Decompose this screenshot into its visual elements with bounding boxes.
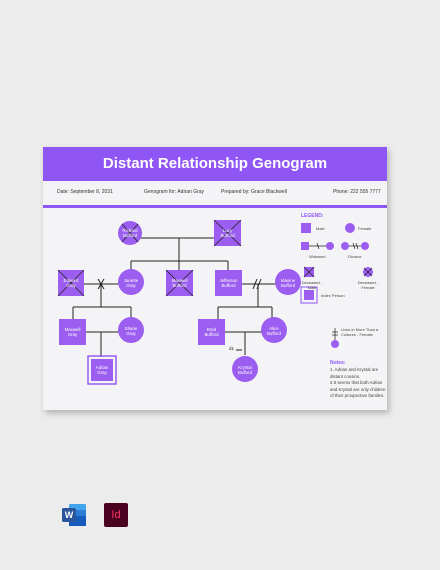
label-brad: Brad Bufford: [204, 327, 219, 337]
node-maxine: [275, 269, 301, 295]
node-janette: [118, 269, 144, 295]
legend-female-label: Female: [358, 226, 372, 231]
legend-deceased-male-label: Deceased - Male: [301, 280, 323, 290]
genogram-for-info: Genogram for: Adrian Gray: [144, 189, 205, 195]
date-info: Date: September 8, 2031: [57, 189, 113, 195]
genogram-card: Distant Relationship Genogram Date: Sept…: [43, 147, 387, 410]
notes-line-2: 2.It seems that both Adrian and Krystal …: [330, 380, 386, 399]
label-janette: Janette Gray: [123, 278, 139, 288]
legend-title: LEGEND:: [301, 213, 324, 219]
legend-divorce-female-2: [361, 242, 369, 250]
label-jefferson: Jefferson Bufford: [219, 278, 238, 288]
label-grandfather: Richard Bufford: [122, 228, 138, 238]
legend-deceased-female-label: Deceased - Female: [357, 280, 379, 290]
label-shane: Shane Gray: [124, 326, 138, 336]
legend-male-symbol: [301, 223, 311, 233]
indesign-icon[interactable]: Id: [104, 503, 128, 527]
label-maxwell-top: Maxwell Bufford: [171, 278, 188, 288]
legend-widowed-female: [326, 242, 334, 250]
legend-widowed-male: [301, 242, 309, 250]
legend-index-frame: [300, 286, 318, 304]
notes-line-1: 1. Adrian and Krystal are distant cousin…: [330, 367, 379, 379]
label-adrian: Adrian Gray: [95, 365, 109, 375]
legend-divorce-female-1: [341, 242, 349, 250]
node-brad: [198, 319, 225, 345]
notes-title: Notes:: [330, 360, 346, 366]
genogram-diagram: [57, 219, 373, 385]
label-maxine: Maxine Bufford: [280, 278, 296, 288]
twin-mark: d1: [229, 346, 235, 351]
legend-female-symbol: [345, 223, 355, 233]
label-edward: Edward Gray: [63, 278, 79, 288]
word-icon[interactable]: W: [61, 502, 87, 528]
node-maxwell-gray: [59, 319, 86, 345]
legend-lives-in-more-label: Lives in More Than a Cultures - Female: [341, 327, 379, 338]
prepared-by-info: Prepared by: Grace Blackwell: [221, 189, 287, 195]
legend-lives-in-more: [331, 340, 339, 348]
word-icon-letter: W: [64, 510, 74, 520]
label-grandmother: Lucy Bufford: [220, 228, 235, 238]
phone-info: Phone: 222 555 7777: [333, 189, 381, 195]
legend-index-person-label: Index Person: [321, 293, 345, 298]
node-alice: [261, 317, 287, 343]
node-shane: [118, 317, 144, 343]
legend-index-person: [304, 290, 314, 300]
label-krystal: Krystal Bufford: [237, 365, 253, 375]
label-alice: Alice Bufford: [266, 326, 282, 336]
indesign-icon-letters: Id: [111, 509, 121, 521]
legend-male-label: Male: [316, 226, 325, 231]
node-adrian: [91, 359, 113, 381]
legend-divorce-label: Divorce: [348, 254, 362, 259]
legend-widowed-label: Widowed: [309, 254, 326, 259]
page-title: Distant Relationship Genogram: [43, 147, 387, 181]
index-person-frame: [87, 355, 117, 385]
node-jefferson: [215, 270, 242, 296]
node-krystal: [232, 356, 258, 382]
header-divider: [43, 205, 387, 208]
notes-text: 1. Adrian and Krystal are distant cousin…: [330, 367, 388, 400]
label-maxwell-gray: Maxwell Gray: [64, 327, 81, 337]
